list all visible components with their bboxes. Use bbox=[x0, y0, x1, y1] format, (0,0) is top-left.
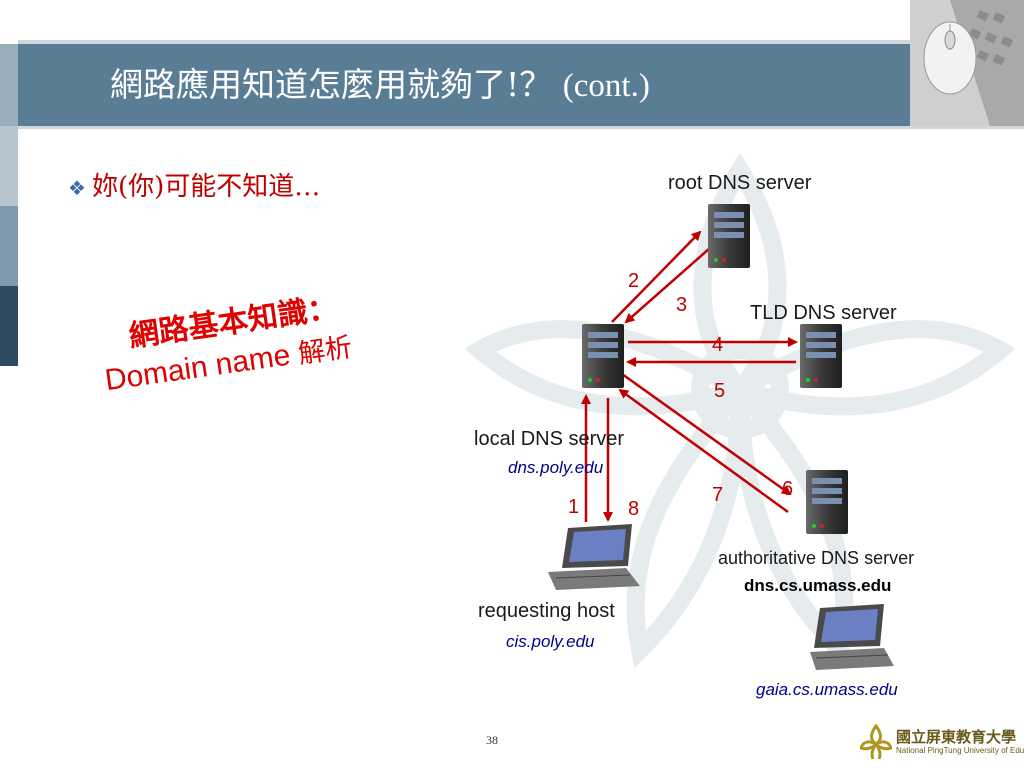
header-bottom-rule bbox=[18, 126, 1024, 129]
left-decor-strip bbox=[0, 0, 18, 768]
slide-title: 網路應用知道怎麼用就夠了!？ (cont.) bbox=[110, 58, 650, 106]
strip-block bbox=[0, 286, 18, 366]
bullet-text: 妳(你)可能不知道… bbox=[91, 172, 321, 202]
requesting-host-computer-icon bbox=[548, 524, 640, 590]
step-2: 2 bbox=[628, 270, 640, 292]
arrow-step-7 bbox=[618, 388, 789, 514]
keyboard-mouse-photo bbox=[910, 0, 1024, 126]
title-bar bbox=[18, 44, 910, 126]
tld-server-icon bbox=[800, 324, 842, 388]
root-dns-label: root DNS server bbox=[668, 172, 812, 194]
arrow-step-6 bbox=[621, 372, 792, 496]
university-logo: 國立屏東教育大學 National PingTung University of… bbox=[859, 723, 1024, 764]
tld-dns-label: TLD DNS server bbox=[750, 302, 897, 324]
page-number: 38 bbox=[486, 733, 498, 747]
slide-title-text: 網路應用知道怎麼用就夠了!？ bbox=[110, 65, 553, 104]
university-subtitle: National PingTung University of Educatio… bbox=[896, 746, 1024, 755]
step-5: 5 bbox=[714, 380, 726, 402]
university-name: 國立屏東教育大學 bbox=[896, 728, 1017, 746]
gaia-computer-icon bbox=[810, 604, 894, 670]
arrow-step-3 bbox=[624, 247, 711, 324]
strip-block bbox=[0, 44, 18, 126]
target-host-domain: gaia.cs.umass.edu bbox=[756, 680, 898, 699]
step-8: 8 bbox=[628, 498, 640, 520]
step-4: 4 bbox=[712, 334, 724, 356]
local-dns-label: local DNS server bbox=[474, 428, 625, 450]
step-3: 3 bbox=[676, 294, 688, 316]
bullet-point: ❖妳(你)可能不知道… bbox=[68, 166, 320, 203]
step-7: 7 bbox=[712, 484, 724, 506]
strip-block bbox=[0, 0, 18, 44]
arrow-step-2 bbox=[611, 230, 702, 323]
auth-server-icon bbox=[806, 470, 848, 534]
step-6: 6 bbox=[782, 478, 794, 500]
step-1: 1 bbox=[568, 496, 580, 518]
auth-dns-label: authoritative DNS server bbox=[718, 548, 915, 568]
university-emblem-icon bbox=[859, 723, 893, 760]
header-top-rule bbox=[18, 40, 910, 44]
diamond-bullet-icon: ❖ bbox=[68, 176, 86, 200]
requesting-host-domain: cis.poly.edu bbox=[506, 632, 595, 651]
requesting-host-label: requesting host bbox=[478, 600, 615, 622]
strip-block bbox=[0, 126, 18, 206]
auth-dns-domain: dns.cs.umass.edu bbox=[744, 576, 892, 595]
strip-block bbox=[0, 206, 18, 286]
slide-title-suffix: (cont.) bbox=[562, 68, 650, 104]
local-server-icon bbox=[582, 324, 624, 388]
local-dns-domain: dns.poly.edu bbox=[508, 458, 604, 477]
root-server-icon bbox=[708, 204, 750, 268]
